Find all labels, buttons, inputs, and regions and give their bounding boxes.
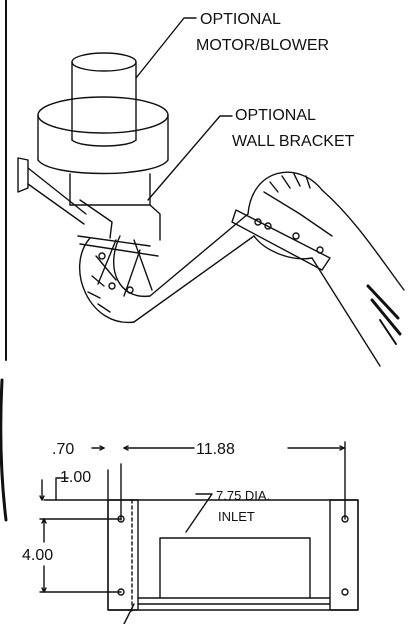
motor-callout-line1: OPTIONAL	[200, 11, 281, 28]
dimension-400: 4.00	[22, 547, 53, 564]
callout-leaders	[135, 17, 233, 201]
hood-base-plate	[107, 441, 359, 624]
inlet-label: INLET	[218, 509, 255, 524]
wall-bracket	[17, 157, 113, 239]
dimension-070: .70	[52, 441, 74, 458]
dimension-lines	[39, 445, 345, 593]
motor-blower-unit	[37, 52, 169, 206]
page-edge-marks	[0, 0, 8, 522]
motor-callout-line2: MOTOR/BLOWER	[196, 37, 329, 54]
inlet-diameter-label: 7.75 DIA.	[216, 488, 270, 503]
dimension-1188: 11.88	[196, 441, 235, 458]
bracket-callout-line2: WALL BRACKET	[232, 133, 355, 150]
bracket-callout-line1: OPTIONAL	[235, 107, 316, 124]
extraction-arm	[77, 171, 405, 367]
dimension-100: 1.00	[60, 469, 91, 486]
